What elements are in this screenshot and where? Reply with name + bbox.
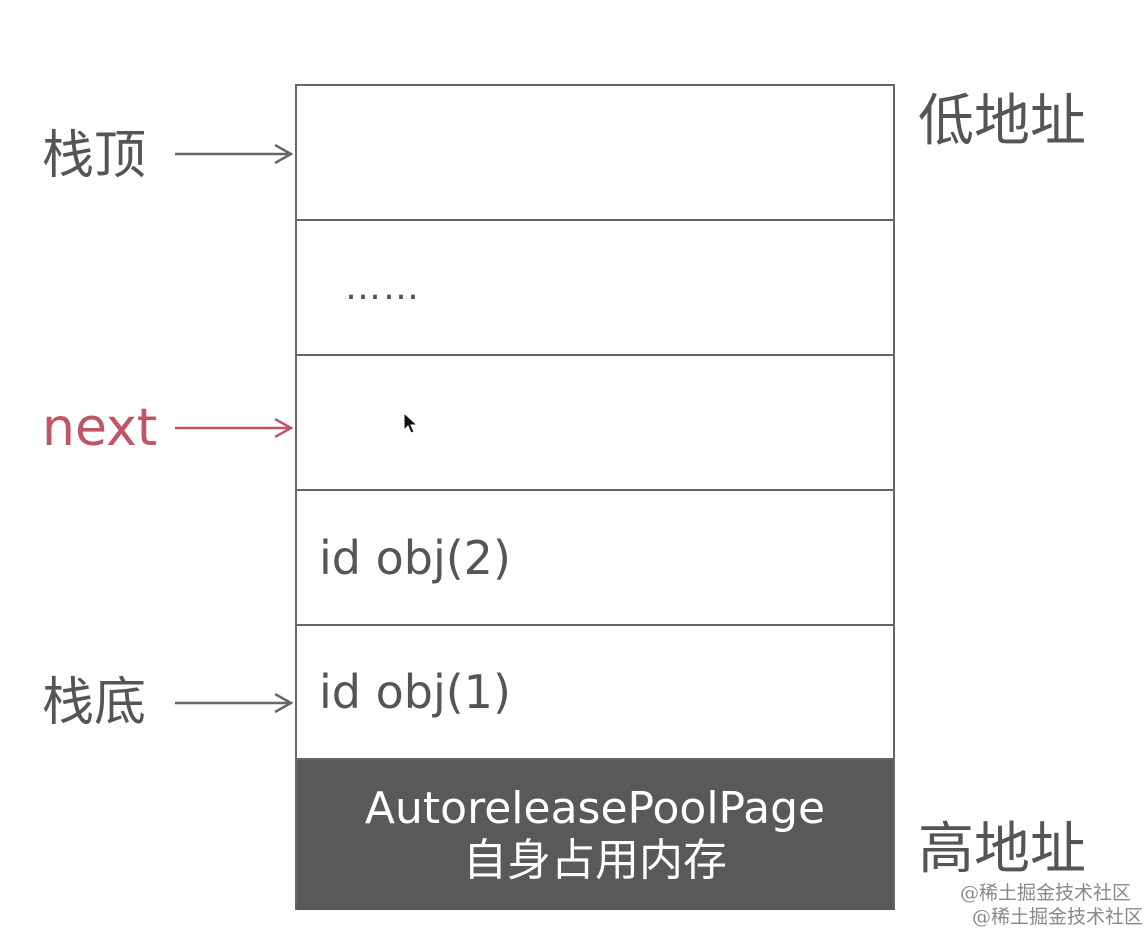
next-arrow — [175, 418, 294, 438]
stack-top-arrow — [175, 144, 294, 164]
watermark: @稀土掘金技术社区 — [960, 882, 1132, 904]
watermark: @稀土掘金技术社区 — [972, 906, 1144, 928]
stack-row-next — [297, 356, 893, 491]
low-address-label: 低地址 — [918, 89, 1086, 154]
next-pointer-label: next — [42, 398, 158, 458]
stack-top-label: 栈顶 — [42, 126, 147, 186]
stack-bottom-arrow — [175, 693, 294, 713]
stack-row-obj1: id obj(1) — [297, 626, 893, 760]
row-text: …… — [345, 267, 421, 308]
page-header-line1: AutoreleasePoolPage — [364, 783, 826, 834]
stack-row-ellipsis: …… — [297, 221, 893, 356]
high-address-label: 高地址 — [918, 817, 1086, 882]
row-text: id obj(1) — [319, 665, 511, 719]
autorelease-pool-page-stack: …… id obj(2) id obj(1) AutoreleasePoolPa… — [295, 84, 895, 910]
mouse-cursor-icon — [403, 412, 419, 434]
row-text: id obj(2) — [319, 530, 511, 585]
stack-bottom-label: 栈底 — [42, 673, 147, 733]
stack-row-top — [297, 86, 893, 221]
page-header-line2: 自身占用内存 — [463, 835, 727, 886]
stack-row-obj2: id obj(2) — [297, 491, 893, 626]
page-header-block: AutoreleasePoolPage 自身占用内存 — [297, 760, 893, 910]
